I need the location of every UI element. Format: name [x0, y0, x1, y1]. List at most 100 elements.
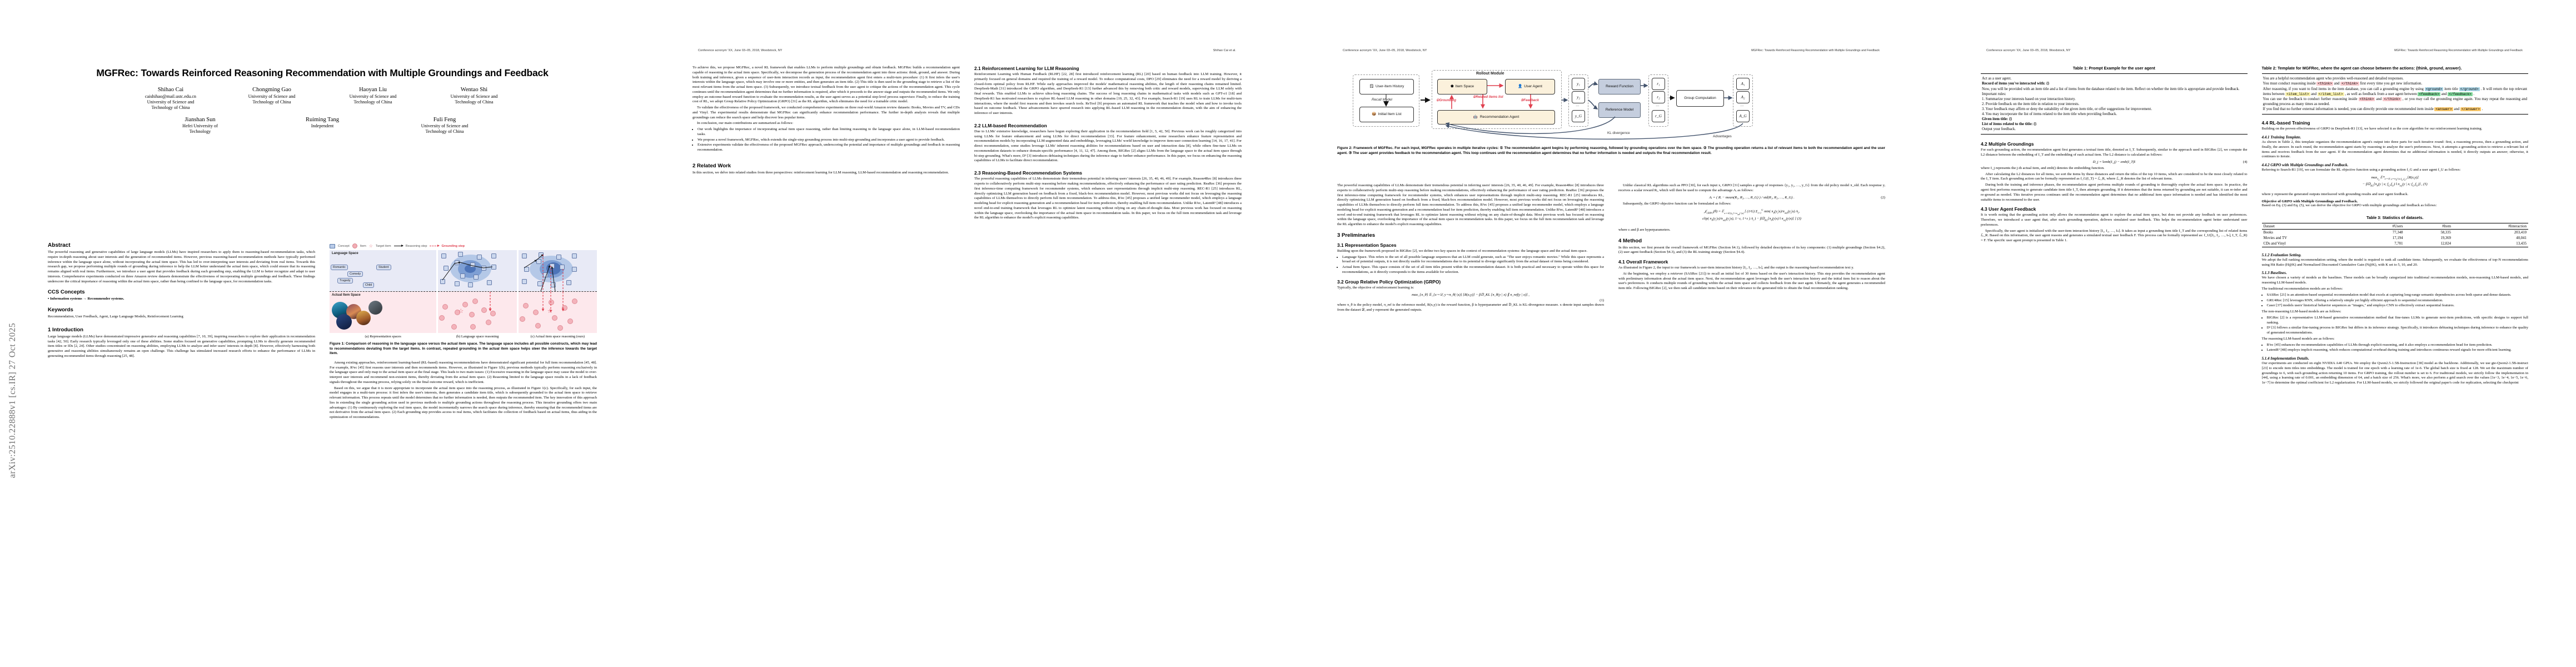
prompt-line: Now, you will be provided with an item t…	[1982, 87, 2240, 91]
table-1-caption: Table 1: Prompt Example for the user age…	[2072, 66, 2155, 71]
body-paragraph: where y represent the generated outputs …	[2261, 192, 2409, 197]
list-item: Actual Item Space. This space consists o…	[1342, 265, 1604, 275]
title-block: MGFRec: Towards Reinforced Reasoning Rec…	[48, 67, 597, 135]
reasoning-path-svg-c	[524, 254, 564, 291]
author-affil-line: University of Science and	[349, 93, 397, 99]
body-paragraph: For each grounding action, the recommend…	[1981, 148, 2248, 157]
edge-label-grounding: ①Grounding	[1436, 99, 1457, 102]
figure-2-diagram: 🗒 User-Item History Recall Model 📦 Initi…	[1337, 66, 1885, 143]
section-4-4-1-heading: 4.4.1 Training Template.	[2261, 135, 2301, 140]
body-paragraph: Building upon the framework proposed in …	[1337, 248, 1588, 253]
concept-chip: Comedy	[347, 271, 363, 277]
running-head-left: Conference acronym 'XX, June 03–05, 2018…	[1986, 49, 2071, 52]
prompt-line: Output your feedback.	[1982, 127, 2016, 132]
body-paragraph: The reasoning LLM-based models are as fo…	[2261, 336, 2335, 341]
body-paragraph: During both the training and inference p…	[1981, 183, 2248, 202]
language-space-panel: Language Space Romantic Student Comedy T…	[330, 250, 437, 291]
running-head-right: Shihao Cai et al.	[1213, 49, 1236, 52]
column-header: #Interaction	[2453, 223, 2528, 230]
item-circle-icon	[352, 243, 357, 248]
page-4: Conference acronym 'XX, June 03–05, 2018…	[1933, 0, 2576, 667]
section-2-2-heading: 2.2 LLM-based Recommendation	[974, 122, 1047, 128]
author-name: Jianshan Sun	[185, 116, 216, 123]
section-method-heading: 4 Method	[1618, 237, 1642, 244]
concept-chip: Romantic	[331, 265, 348, 270]
list-item: Extensive experiments validate the effec…	[697, 143, 960, 153]
table-row: Movies and TV 17,194 19,369 40,041	[2262, 236, 2529, 241]
body-paragraph: To achieve this, we propose MGFRec, a no…	[692, 66, 960, 104]
history-icon: 🗒	[1369, 84, 1374, 89]
a-token: A₁	[1736, 78, 1750, 90]
concept-chip: Student	[376, 265, 391, 270]
list-item: LatentR³ [48] employs implicit reasoning…	[2267, 348, 2529, 353]
item-space-icon: ⬟	[1450, 84, 1454, 89]
ccs-text: • Information systems → Recommender syst…	[48, 297, 124, 301]
prompt-line: List of items related to the title: {}	[1982, 122, 2037, 127]
author-affil-line: Technology of China	[353, 99, 392, 104]
intro-paragraph: Based on this, we argue that it is more …	[330, 386, 597, 420]
section-5-1-2-heading: 5.1.2 Evaluation Setting.	[2261, 252, 2301, 257]
list-item: We propose a novel framework, MGFRec, wh…	[697, 138, 960, 143]
representation-spaces-list: Language Space. This refers to the set o…	[1337, 255, 1604, 275]
rollout-module-title: Rollout Module	[1476, 72, 1504, 76]
author-affil-line: University of Science and	[421, 123, 469, 128]
figure-1-panel-a: Language Space Romantic Student Comedy T…	[330, 250, 437, 339]
section-introduction-heading: 1 Introduction	[48, 326, 83, 333]
y-token: y₁	[1572, 78, 1585, 90]
kl-divergence-label: KL divergence	[1607, 131, 1630, 135]
page-4-columns: Table 1: Prompt Example for the user age…	[1981, 66, 2528, 653]
language-space-panel-b	[438, 250, 517, 291]
author-affil-line: Hefei University of	[182, 123, 218, 128]
prompt-line: 4. You may incorporate the list of items…	[1982, 112, 2117, 117]
page-1-left-column: Abstract The powerful reasoning and gene…	[48, 242, 315, 653]
intro-paragraph: Among existing approaches, reinforcement…	[330, 360, 597, 384]
abstract-text: The powerful reasoning and generative ca…	[48, 250, 315, 283]
traditional-baselines-list: SASRec [21] is an attention-based sequen…	[2262, 293, 2529, 308]
body-paragraph: where π_θ is the policy model, π_ref is …	[1337, 303, 1604, 312]
reasoning-path-svg	[442, 261, 493, 281]
list-item: Caser [37] models users' historical beha…	[2267, 303, 2529, 308]
author-affil-line: University of Science and	[450, 93, 498, 99]
page-3: Conference acronym 'XX, June 03–05, 2018…	[1289, 0, 1933, 667]
equation-number: (2)	[1881, 195, 1885, 200]
body-paragraph: Our experiments are conducted on eight N…	[2261, 361, 2529, 385]
column-header: Dataset	[2261, 223, 2356, 230]
table-2-body: You are a helpful recommendation agent w…	[2261, 73, 2528, 115]
cell-interactions: 40,041	[2516, 236, 2527, 241]
list-item: Our work highlights the importance of in…	[697, 127, 960, 137]
body-paragraph: It is worth noting that the grounding ac…	[1981, 213, 2248, 227]
reference-model-node: Reference Model	[1598, 102, 1641, 118]
body-paragraph: At the beginning, we employ a retriever …	[1618, 271, 1885, 291]
author-affil-line: University of Science and	[248, 93, 296, 99]
body-paragraph: The powerful reasoning capabilities of L…	[1337, 183, 1604, 227]
page-2-left-column: To achieve this, we propose MGFRec, a no…	[692, 66, 960, 653]
user-icon: 👤	[1518, 84, 1523, 89]
author-affil-line: Technology of China	[455, 99, 494, 104]
body-paragraph: The non-reasoning LLM-based models are a…	[2261, 310, 2341, 314]
r-token: r₁	[1652, 78, 1665, 90]
body-paragraph: Building on the proven effectiveness of …	[2261, 127, 2483, 131]
body-paragraph: Typically, the objective of reinforcemen…	[1337, 285, 1414, 290]
body-paragraph: As illustrated in Figure 2, the input to…	[1618, 266, 1854, 270]
page-title: MGFRec: Towards Reinforced Reasoning Rec…	[96, 67, 549, 78]
figure-1-panel-b: ☆ (b) Language space reasoning	[438, 250, 517, 339]
prompt-line: Important rules:	[1982, 92, 2006, 96]
contributions-list: Our work highlights the importance of in…	[692, 127, 960, 153]
page-2-columns: To achieve this, we propose MGFRec, a no…	[692, 66, 1242, 653]
cell-items: 19,369	[2440, 236, 2452, 241]
item-space-node: ⬟ Item Space	[1437, 79, 1487, 94]
cell-users: 17,194	[2392, 236, 2403, 241]
body-paragraph: In this section, we delve into related s…	[692, 171, 949, 175]
section-preliminaries-heading: 3 Preliminaries	[1337, 232, 1376, 238]
target-star-icon: ☆	[368, 243, 373, 248]
figure-1-panels: Language Space Romantic Student Comedy T…	[330, 250, 597, 339]
actual-item-space-panel-c: ☆	[518, 291, 597, 333]
author: Jianshan Sun Hefei University of Technol…	[156, 116, 245, 135]
page-4-right-column: Table 2: Template for MGFRec, where the …	[2261, 66, 2529, 653]
abstract-heading: Abstract	[48, 242, 71, 248]
concept-chip: Tragedy	[337, 278, 353, 283]
list-item: D³ [3] follows a similar fine-tuning pro…	[2267, 326, 2529, 336]
body-paragraph: The traditional recommendation models ar…	[2261, 286, 2343, 291]
body-paragraph: The powerful reasoning capabilities of L…	[974, 177, 1242, 220]
